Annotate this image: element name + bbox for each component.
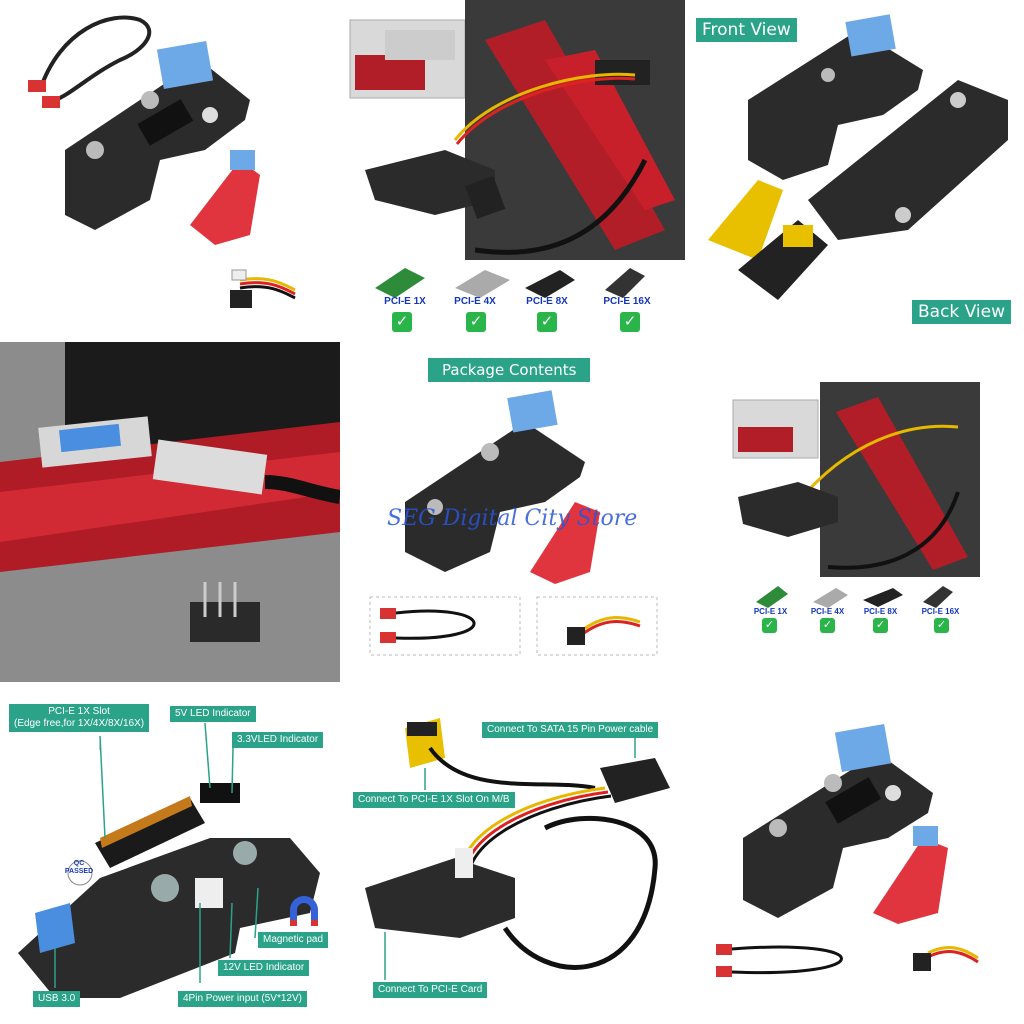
callout-33v-led: 3.3VLED Indicator [232, 732, 324, 748]
check-icon: ✓ [820, 618, 835, 633]
qc-passed-badge: QC PASSED [62, 860, 96, 876]
check-icon: ✓ [873, 618, 888, 633]
tile-closeup-photo [0, 342, 340, 682]
qc-passed-text: PASSED [64, 868, 94, 875]
callout-5v-led: 5V LED Indicator [170, 706, 256, 722]
tile-front-back-view: Front View Back View [688, 0, 1024, 340]
callout-sata: Connect To SATA 15 Pin Power cable [482, 722, 659, 738]
card-label-4x: PCI-E 4X [810, 607, 845, 616]
check-icon: ✓ [392, 312, 412, 332]
tile-connection-guide: Connect To SATA 15 Pin Power cable Conne… [345, 688, 685, 1024]
store-watermark: SEG Digital City Store [387, 506, 638, 531]
card-label-8x: PCI-E 8X [863, 607, 898, 616]
package-contents-illustration [369, 390, 658, 656]
tile-product-overview [0, 0, 340, 340]
installation-small-illustration [732, 382, 980, 577]
card-label-1x: PCI-E 1X [753, 607, 788, 616]
front-back-illustration [708, 14, 1008, 300]
installation-illustration [349, 0, 685, 260]
card-label-16x: PCI-E 16X [603, 296, 651, 307]
front-view-label: Front View [696, 18, 797, 42]
check-icon: ✓ [934, 618, 949, 633]
tile-installation-small: PCI-E 1X PCI-E 4X PCI-E 8X PCI-E 16X ✓ ✓… [688, 342, 1024, 682]
check-icon: ✓ [466, 312, 486, 332]
connection-guide-illustration [365, 718, 670, 980]
callout-power-input: 4Pin Power input (5V*12V) [178, 991, 307, 1007]
callout-mb-slot: Connect To PCI-E 1X Slot On M/B [353, 792, 515, 808]
back-view-label: Back View [912, 300, 1012, 324]
check-icon: ✓ [762, 618, 777, 633]
compatible-cards-small-illustration [756, 586, 953, 608]
board-features-illustration [18, 722, 320, 998]
riser-board-illustration-2 [716, 723, 979, 977]
qc-text: QC [73, 860, 85, 867]
card-label-1x: PCI-E 1X [384, 296, 426, 307]
closeup-photo-illustration [0, 342, 340, 682]
callout-magnetic-pad: Magnetic pad [258, 932, 329, 948]
card-label-4x: PCI-E 4X [454, 296, 496, 307]
card-label-16x: PCI-E 16X [921, 607, 960, 616]
card-label-8x: PCI-E 8X [526, 296, 568, 307]
package-contents-title: Package Contents [428, 358, 591, 382]
check-icon: ✓ [537, 312, 557, 332]
tile-installation-compatibility: PCI-E 1X PCI-E 4X PCI-E 8X PCI-E 16X ✓ ✓… [345, 0, 685, 340]
callout-usb: USB 3.0 [33, 991, 81, 1007]
tile-board-features: PCI-E 1X Slot (Edge free,for 1X/4X/8X/16… [0, 688, 340, 1024]
tile-package-contents: Package Contents SEG Digital City Store [345, 342, 685, 682]
tile-product-overview-2 [688, 688, 1024, 1024]
riser-board-illustration [28, 15, 296, 308]
callout-12v-led: 12V LED Indicator [218, 960, 310, 976]
check-icon: ✓ [620, 312, 640, 332]
compatible-cards-illustration [375, 268, 645, 298]
callout-pcie-card: Connect To PCI-E Card [373, 982, 488, 998]
callout-pcie-slot: PCI-E 1X Slot (Edge free,for 1X/4X/8X/16… [9, 704, 150, 732]
